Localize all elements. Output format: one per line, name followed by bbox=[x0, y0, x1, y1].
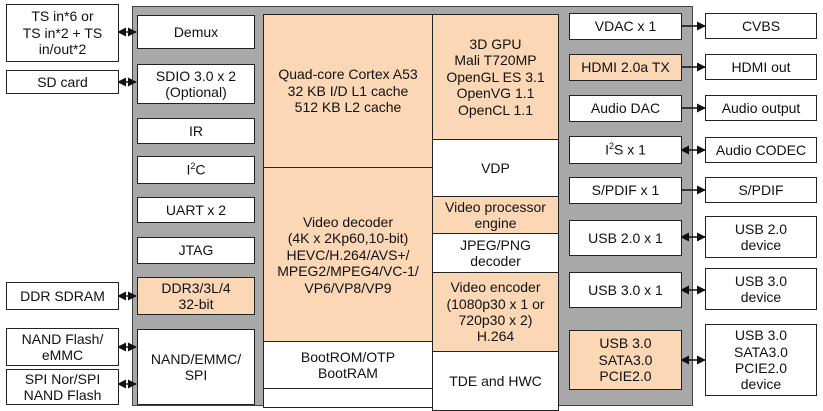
soc-block-diagram: TS in*6 or TS in*2 + TS in/out*2 SD card… bbox=[6, 4, 817, 411]
demux-block: Demux bbox=[137, 15, 255, 49]
usb2-block: USB 2.0 x 1 bbox=[569, 220, 682, 256]
bootrom-block: BootROM/OTP BootRAM bbox=[263, 341, 433, 389]
hdmi-tx-block: HDMI 2.0a TX bbox=[569, 54, 682, 81]
ts-input-box: TS in*6 or TS in*2 + TS in/out*2 bbox=[6, 4, 119, 62]
spdif-out-box: S/PDIF bbox=[705, 177, 817, 203]
i2c-block: I2C bbox=[137, 156, 255, 184]
i2c-label: I2C bbox=[186, 161, 206, 179]
video-encoder-block: Video encoder (1080p30 x 1 or 720p30 x 2… bbox=[432, 272, 559, 352]
video-decoder-block: Video decoder (4K x 2Kp60,10-bit) HEVC/H… bbox=[264, 168, 432, 342]
sdio-block: SDIO 3.0 x 2 (Optional) bbox=[137, 64, 255, 104]
audio-dac-block: Audio DAC bbox=[569, 95, 682, 122]
vdp-block: VDP bbox=[432, 139, 559, 197]
sd-card-box: SD card bbox=[6, 70, 119, 94]
ddr-sdram-box: DDR SDRAM bbox=[6, 282, 119, 310]
combo-phy-block: USB 3.0 SATA3.0 PCIE2.0 bbox=[569, 330, 682, 390]
usb3-block: USB 3.0 x 1 bbox=[569, 272, 682, 308]
cpu-block: Quad-core Cortex A53 32 KB I/D L1 cache … bbox=[264, 15, 432, 167]
spi-flash-box: SPI Nor/SPI NAND Flash bbox=[6, 369, 119, 405]
bottom-center-block bbox=[263, 388, 433, 408]
cvbs-box: CVBS bbox=[705, 13, 817, 39]
vdac-block: VDAC x 1 bbox=[569, 13, 682, 40]
connector-arrows bbox=[117, 21, 706, 389]
jpeg-decoder-block: JPEG/PNG decoder bbox=[432, 233, 559, 273]
video-processor-block: Video processor engine bbox=[432, 196, 559, 234]
usb3-device-box: USB 3.0 device bbox=[705, 268, 817, 310]
nand-controller-block: NAND/EMMC/ SPI bbox=[137, 329, 255, 405]
combo-device-box: USB 3.0 SATA3.0 PCIE2.0 device bbox=[705, 324, 817, 396]
gpu-block: 3D GPU Mali T720MP OpenGL ES 3.1 OpenVG … bbox=[432, 14, 559, 140]
spdif-block: S/PDIF x 1 bbox=[569, 177, 682, 204]
jtag-block: JTAG bbox=[137, 237, 255, 264]
hdmi-out-box: HDMI out bbox=[705, 54, 817, 80]
i2s-block: I2S x 1 bbox=[569, 136, 682, 164]
nand-flash-box: NAND Flash/ eMMC bbox=[6, 328, 119, 366]
core-divider-1 bbox=[263, 167, 433, 169]
audio-codec-box: Audio CODEC bbox=[705, 137, 817, 163]
i2s-label: I2S x 1 bbox=[605, 141, 646, 159]
usb2-device-box: USB 2.0 device bbox=[705, 216, 817, 258]
audio-output-box: Audio output bbox=[705, 95, 817, 121]
tde-hwc-block: TDE and HWC bbox=[432, 351, 559, 411]
uart-block: UART x 2 bbox=[137, 197, 255, 223]
ddr-controller-block: DDR3/3L/4 32-bit bbox=[137, 277, 255, 315]
ir-block: IR bbox=[137, 118, 255, 144]
